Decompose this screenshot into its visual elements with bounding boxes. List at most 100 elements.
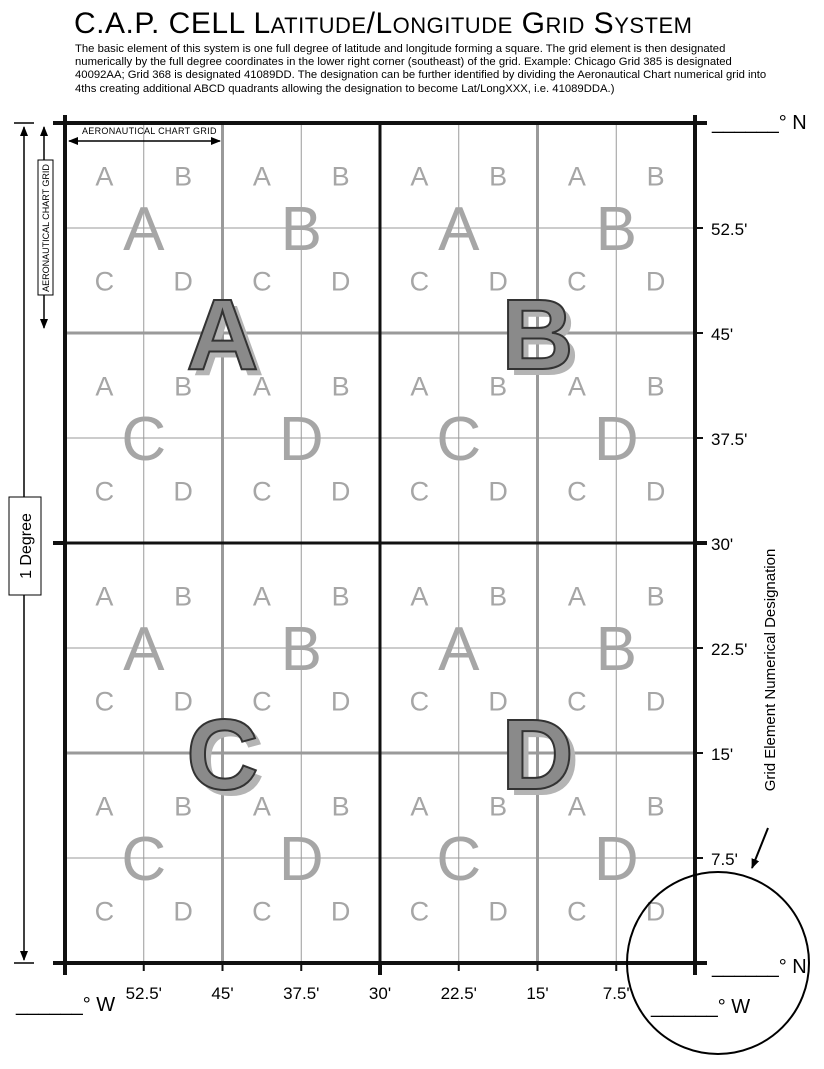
latitude-label: 30'	[711, 535, 733, 554]
big-letter-shadow: A	[192, 285, 264, 397]
longitude-label: 45'	[211, 984, 233, 1003]
big-letter: C	[186, 699, 258, 811]
small-letter: A	[410, 582, 428, 612]
small-letter: B	[174, 372, 192, 402]
small-letter: C	[252, 267, 272, 297]
small-letter: C	[252, 897, 272, 927]
designation-pointer-arrow	[751, 827, 769, 869]
small-letter: C	[567, 897, 587, 927]
small-letter: C	[410, 477, 430, 507]
small-letter: B	[332, 792, 350, 822]
small-letter: A	[410, 162, 428, 192]
small-letter: C	[95, 477, 115, 507]
grid-element-designation-label: Grid Element Numerical Designation	[762, 549, 779, 792]
big-letter: B	[501, 279, 573, 391]
bottom-latitude-degree: ______° N	[711, 956, 807, 978]
small-letter: D	[488, 897, 508, 927]
small-letter: D	[331, 687, 351, 717]
small-letter: C	[567, 687, 587, 717]
medium-letter: D	[279, 405, 324, 474]
small-letter: A	[95, 162, 113, 192]
small-letter: B	[332, 372, 350, 402]
small-letter: B	[647, 372, 665, 402]
small-letter: D	[173, 477, 193, 507]
medium-letter: A	[438, 615, 480, 684]
small-letter: B	[489, 792, 507, 822]
small-letter: A	[95, 582, 113, 612]
small-letter: D	[331, 477, 351, 507]
latitude-label: 52.5'	[711, 220, 747, 239]
latitude-label: 7.5'	[711, 850, 738, 869]
medium-letter: A	[123, 195, 165, 264]
small-letter: B	[174, 582, 192, 612]
longitude-label: 37.5'	[283, 984, 319, 1003]
small-letter: C	[410, 687, 430, 717]
small-letter: A	[568, 372, 586, 402]
longitude-label: 52.5'	[126, 984, 162, 1003]
small-letter: A	[253, 582, 271, 612]
small-letter: B	[332, 582, 350, 612]
medium-letter: B	[281, 195, 322, 264]
small-letter: B	[174, 792, 192, 822]
latitude-label: 15'	[711, 745, 733, 764]
small-letter: C	[410, 267, 430, 297]
top-latitude-degree: ______° N	[711, 112, 807, 134]
small-letter: B	[489, 582, 507, 612]
medium-letter: C	[436, 825, 481, 894]
small-letter: C	[95, 267, 115, 297]
latitude-label: 45'	[711, 325, 733, 344]
longitude-label: 15'	[526, 984, 548, 1003]
small-letter: B	[647, 792, 665, 822]
small-letter: A	[253, 162, 271, 192]
medium-letter: C	[121, 405, 166, 474]
longitude-label: 30'	[369, 984, 391, 1003]
page-title: C.A.P. CELL LATITUDE/LONGITUDE GRID SYST…	[74, 7, 693, 40]
small-letter: A	[410, 372, 428, 402]
small-letter: B	[647, 162, 665, 192]
small-letter: D	[488, 477, 508, 507]
small-letter: D	[646, 477, 666, 507]
small-letter: D	[488, 687, 508, 717]
small-letter: C	[252, 687, 272, 717]
small-letter: B	[489, 372, 507, 402]
medium-letter: C	[436, 405, 481, 474]
left-longitude-degree: ______° W	[15, 994, 115, 1016]
small-letter: D	[488, 267, 508, 297]
small-letter: C	[95, 897, 115, 927]
small-letter: B	[489, 162, 507, 192]
medium-letter: C	[121, 825, 166, 894]
small-letter: C	[567, 267, 587, 297]
small-letter: A	[410, 792, 428, 822]
small-letter: A	[568, 792, 586, 822]
small-letter: A	[253, 372, 271, 402]
medium-letter: A	[438, 195, 480, 264]
medium-letter: D	[594, 405, 639, 474]
southeast-corner-circle	[626, 871, 810, 1055]
medium-letter: A	[123, 615, 165, 684]
big-letter: D	[501, 699, 573, 811]
small-letter: D	[646, 897, 666, 927]
medium-letter: B	[596, 195, 637, 264]
medium-letter: B	[281, 615, 322, 684]
small-letter: A	[568, 162, 586, 192]
big-letter: A	[186, 279, 258, 391]
medium-letter: D	[279, 825, 324, 894]
description-text: The basic element of this system is one …	[75, 43, 767, 95]
big-letter-shadow: D	[507, 705, 579, 817]
small-letter: D	[331, 267, 351, 297]
small-letter: A	[253, 792, 271, 822]
small-letter: C	[95, 687, 115, 717]
small-letter: C	[567, 477, 587, 507]
big-letter-shadow: B	[507, 285, 579, 397]
small-letter: D	[331, 897, 351, 927]
one-degree-label: 1 Degree	[18, 513, 35, 579]
small-letter: D	[173, 687, 193, 717]
big-letter-shadow: C	[192, 705, 264, 817]
small-letter: A	[568, 582, 586, 612]
circle-longitude-degree: ______° W	[650, 996, 750, 1018]
medium-letter: D	[594, 825, 639, 894]
small-letter: D	[173, 267, 193, 297]
small-letter: C	[252, 477, 272, 507]
small-letter: A	[95, 792, 113, 822]
